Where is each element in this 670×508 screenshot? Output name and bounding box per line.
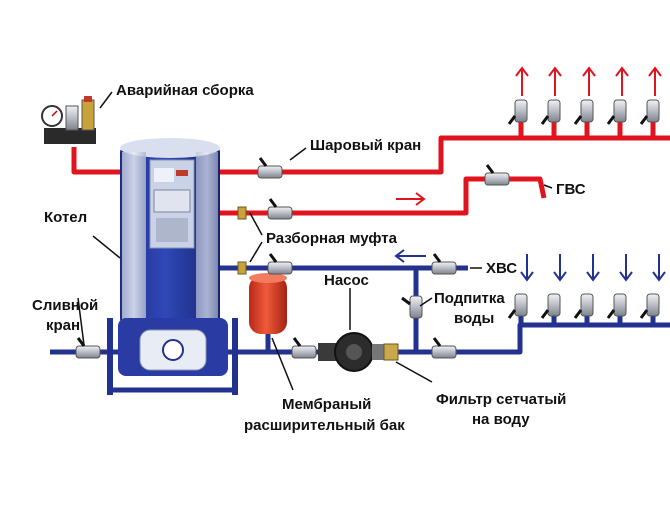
ball-valve-icon bbox=[75, 99, 660, 359]
label-tank-2: расширительный бак bbox=[244, 417, 405, 434]
label-makeup-2: воды bbox=[454, 310, 494, 327]
arrow-up-icon bbox=[396, 66, 662, 206]
label-ball-valve: Шаровый кран bbox=[310, 137, 421, 154]
label-makeup-1: Подпитка bbox=[434, 290, 505, 307]
emergency-group bbox=[41, 96, 96, 144]
label-cold-water: ХВС bbox=[486, 260, 517, 277]
arrow-down-icon bbox=[394, 249, 666, 282]
label-tank-1: Мембраный bbox=[282, 396, 371, 413]
label-pump: Насос bbox=[324, 272, 369, 289]
coupling-icon bbox=[237, 206, 247, 275]
label-drain-valve-2: кран bbox=[46, 317, 80, 334]
expansion-tank bbox=[249, 273, 287, 334]
pump-icon bbox=[318, 332, 386, 372]
label-hot-water: ГВС bbox=[556, 181, 586, 198]
label-filter-1: Фильтр сетчатый bbox=[436, 391, 566, 408]
label-drain-valve-1: Сливной bbox=[32, 297, 98, 314]
label-filter-2: на воду bbox=[472, 411, 530, 428]
mesh-filter bbox=[383, 343, 399, 361]
label-coupling: Разборная муфта bbox=[266, 230, 398, 247]
label-boiler: Котел bbox=[44, 209, 87, 226]
boiler bbox=[107, 138, 238, 395]
leader-lines bbox=[77, 91, 553, 391]
label-emergency-group: Аварийная сборка bbox=[116, 82, 254, 99]
